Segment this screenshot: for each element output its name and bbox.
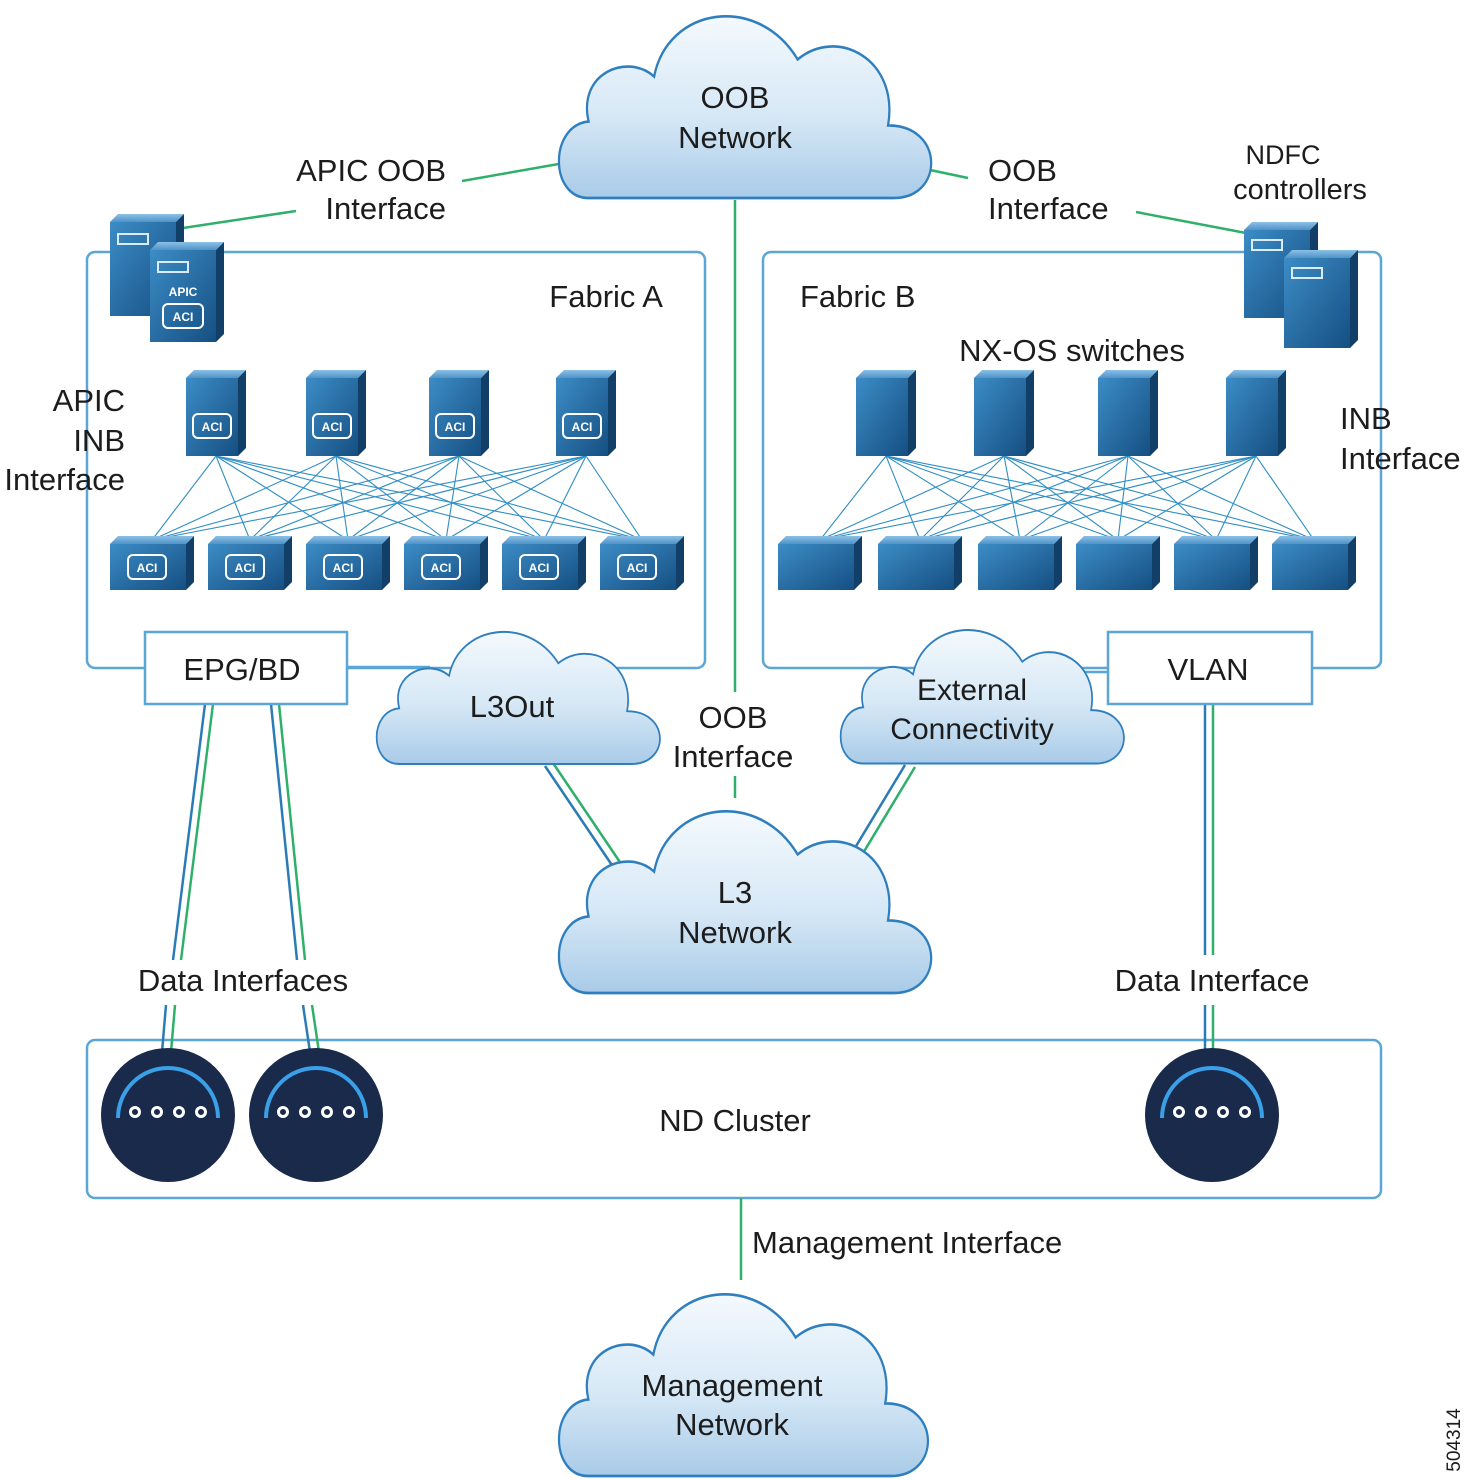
vlan-label: VLAN (1168, 652, 1249, 687)
fabric-b-spine-switch-4 (1226, 370, 1286, 456)
fabric-b-leaf-switch-6 (1272, 536, 1356, 590)
fabric-a-leaf-switch-3: ACI (306, 536, 390, 590)
fabric-b-leaf-switch-3 (978, 536, 1062, 590)
fabric-a-leaf-switch-1: ACI (110, 536, 194, 590)
aci-badge: ACI (235, 561, 256, 575)
epg-bd-box (143, 630, 349, 706)
nd-cluster-label: ND Cluster (659, 1103, 811, 1138)
apic-inb-interface-label-1: APIC (53, 383, 125, 418)
l3-network-label-1: L3 (718, 875, 752, 910)
fabric-a-mesh (151, 455, 643, 541)
apic-inb-interface-label-3: Interface (4, 462, 125, 497)
oob-interface-top-label-1: OOB (988, 153, 1057, 188)
aci-badge: ACI (529, 561, 550, 575)
management-interface-label: Management Interface (752, 1225, 1062, 1260)
fabric-a-leaf-switch-5: ACI (502, 536, 586, 590)
fabric-a-spine-switch-3: ACI (429, 370, 489, 456)
fabric-b-spine-switch-2 (974, 370, 1034, 456)
inb-interface-label-1: INB (1340, 401, 1392, 436)
apic-oob-interface-label-1: APIC OOB (296, 153, 446, 188)
nd-cluster-box (85, 1038, 1383, 1200)
fabric-a-leaf-switch-6: ACI (600, 536, 684, 590)
aci-badge: ACI (445, 420, 466, 434)
l3-network-label-2: Network (678, 915, 792, 950)
l3out-label: L3Out (470, 689, 555, 724)
apic-controllers: APIC ACI (110, 214, 224, 342)
apic-oob-interface-label-2: Interface (325, 191, 446, 226)
fabric-a-leaf-switch-4: ACI (404, 536, 488, 590)
external-connectivity-label-2: Connectivity (890, 713, 1053, 746)
fabric-b-mesh (819, 455, 1315, 541)
management-network-label-2: Network (675, 1407, 789, 1442)
oob-interface-center-label-1: OOB (699, 700, 768, 735)
vlan-box (1106, 630, 1314, 706)
ndfc-controllers (1244, 222, 1358, 348)
oob-network-label-1: OOB (701, 80, 770, 115)
external-connectivity-label-1: External (917, 674, 1027, 707)
fabric-b-label: Fabric B (800, 279, 915, 314)
fabric-b-leaf-switch-5 (1174, 536, 1258, 590)
apic-controller-front: APIC ACI (150, 242, 224, 342)
data-interfaces-label: Data Interfaces (138, 963, 348, 998)
figure-id-label: 504314 (1444, 1408, 1465, 1472)
data-interface-label: Data Interface (1115, 963, 1310, 998)
epg-data-links (160, 703, 321, 1053)
aci-badge: ACI (333, 561, 354, 575)
ndfc-controllers-label-1: NDFC (1246, 140, 1321, 170)
fabric-a-label: Fabric A (549, 279, 663, 314)
fabric-b-leaf-switch-1 (778, 536, 862, 590)
ndfc-controllers-label-2: controllers (1233, 174, 1367, 206)
nd-node-2 (249, 1048, 383, 1182)
fabric-a-spine-switch-2: ACI (306, 370, 366, 456)
aci-badge: ACI (137, 561, 158, 575)
fabric-a-spine-switch-4: ACI (556, 370, 616, 456)
aci-badge: ACI (173, 310, 194, 324)
nd-node-1 (101, 1048, 235, 1182)
oob-network-label-2: Network (678, 120, 792, 155)
fabric-a-leaf-switch-2: ACI (208, 536, 292, 590)
nxos-switches-label: NX-OS switches (959, 333, 1185, 368)
apic-badge: APIC (169, 285, 198, 299)
aci-badge: ACI (431, 561, 452, 575)
aci-badge: ACI (202, 420, 223, 434)
fabric-b-spines (856, 370, 1286, 456)
fabric-b-leaves (778, 536, 1356, 590)
inb-interface-label-2: Interface (1340, 441, 1461, 476)
aci-badge: ACI (627, 561, 648, 575)
fabric-a-leaves: ACI ACI ACI ACI ACI ACI (110, 536, 684, 590)
oob-interface-top-label-2: Interface (988, 191, 1109, 226)
epg-bd-label: EPG/BD (183, 652, 300, 687)
fabric-a-spines: ACI ACI ACI ACI (186, 370, 616, 456)
aci-badge: ACI (572, 420, 593, 434)
fabric-b-spine-switch-1 (856, 370, 916, 456)
aci-badge: ACI (322, 420, 343, 434)
fabric-b-leaf-switch-4 (1076, 536, 1160, 590)
fabric-a-spine-switch-1: ACI (186, 370, 246, 456)
ndfc-controller-front (1284, 250, 1358, 348)
apic-inb-interface-label-2: INB (73, 423, 125, 458)
management-network-label-1: Management (642, 1368, 823, 1403)
fabric-b-leaf-switch-2 (878, 536, 962, 590)
vlan-data-links (1203, 704, 1215, 1052)
nd-node-3 (1145, 1048, 1279, 1182)
fabric-b-spine-switch-3 (1098, 370, 1158, 456)
oob-interface-center-label-2: Interface (673, 739, 794, 774)
